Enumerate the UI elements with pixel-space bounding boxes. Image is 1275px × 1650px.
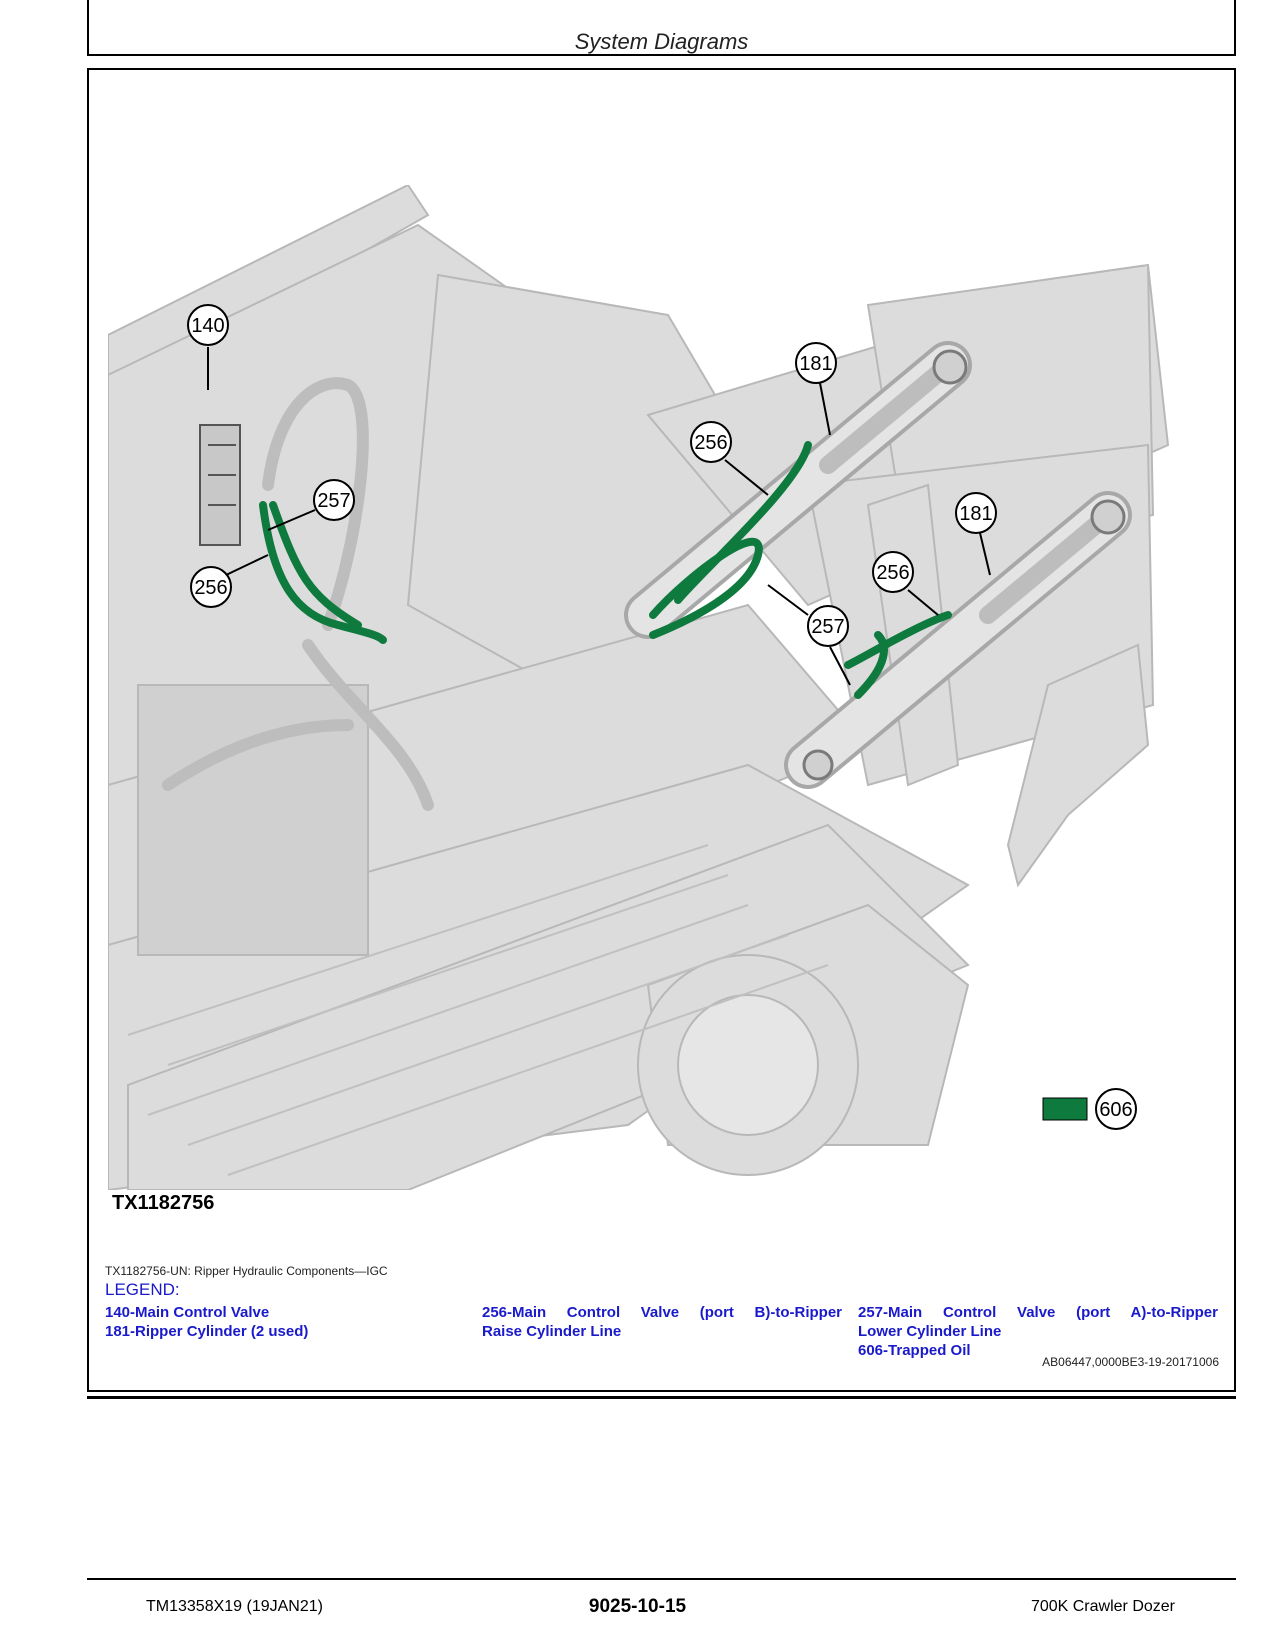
legend-item-257: 257-Main Control Valve (port A)-to-Rippe… bbox=[858, 1304, 1218, 1321]
callout-181-lower: 181 bbox=[955, 492, 997, 576]
content-bottom-rule bbox=[87, 1396, 1236, 1399]
legend-title: LEGEND: bbox=[105, 1280, 180, 1299]
machine-illustration bbox=[108, 185, 1170, 1190]
trapped-oil-swatch: 606 bbox=[1042, 1088, 1137, 1130]
header-box: System Diagrams bbox=[87, 0, 1236, 56]
legend-item-256: 256-Main Control Valve (port B)-to-Rippe… bbox=[482, 1304, 842, 1321]
svg-text:257: 257 bbox=[811, 616, 844, 638]
legend-column-3: 257-Main Control Valve (port A)-to-Rippe… bbox=[858, 1303, 1218, 1360]
legend-item-256-cont: Raise Cylinder Line bbox=[482, 1323, 622, 1340]
svg-text:256: 256 bbox=[194, 577, 227, 599]
footer-rule bbox=[87, 1578, 1236, 1580]
callout-257-center: 257 bbox=[767, 584, 851, 686]
callout-140: 140 bbox=[187, 304, 229, 390]
callout-256-upper: 256 bbox=[690, 421, 769, 496]
legend-item-257-cont: Lower Cylinder Line bbox=[858, 1323, 1002, 1340]
footer-manual-id: TM13358X19 (19JAN21) bbox=[146, 1598, 323, 1615]
svg-text:256: 256 bbox=[876, 562, 909, 584]
legend-item-181: 181-Ripper Cylinder (2 used) bbox=[105, 1323, 309, 1340]
footer-page-number: 9025-10-15 bbox=[588, 1596, 687, 1617]
callout-181-upper: 181 bbox=[795, 342, 837, 436]
trapped-oil-hoses bbox=[259, 441, 952, 699]
legend-column-2: 256-Main Control Valve (port B)-to-Rippe… bbox=[482, 1303, 842, 1341]
diagram-svg: 140 257 256 181 256 181 bbox=[108, 185, 1170, 1190]
footer-machine-name: 700K Crawler Dozer bbox=[1030, 1598, 1175, 1615]
gray-hoses bbox=[162, 377, 434, 811]
main-control-valve bbox=[199, 424, 241, 546]
content-box bbox=[87, 68, 1236, 1392]
svg-text:256: 256 bbox=[694, 432, 727, 454]
legend-item-606: 606-Trapped Oil bbox=[858, 1342, 971, 1359]
legend-column-1: 140-Main Control Valve 181-Ripper Cylind… bbox=[105, 1303, 455, 1341]
callout-256-left: 256 bbox=[190, 554, 269, 608]
callout-257-left: 257 bbox=[267, 479, 355, 531]
ripper-cylinder-lower bbox=[784, 491, 1132, 789]
svg-text:181: 181 bbox=[799, 353, 832, 375]
track-pads bbox=[127, 844, 829, 1176]
svg-text:181: 181 bbox=[959, 503, 992, 525]
reference-code: AB06447,0000BE3-19-20171006 bbox=[1042, 1355, 1219, 1369]
hydraulic-diagram: 140 257 256 181 256 181 bbox=[108, 185, 1208, 1190]
figure-caption: TX1182756-UN: Ripper Hydraulic Component… bbox=[105, 1264, 388, 1278]
svg-text:257: 257 bbox=[317, 490, 350, 512]
callout-256-lower: 256 bbox=[872, 551, 939, 616]
section-title: System Diagrams bbox=[574, 29, 749, 54]
figure-id: TX1182756 bbox=[112, 1192, 215, 1214]
svg-text:606: 606 bbox=[1099, 1099, 1132, 1121]
svg-text:140: 140 bbox=[191, 315, 224, 337]
legend-item-140: 140-Main Control Valve bbox=[105, 1304, 270, 1321]
